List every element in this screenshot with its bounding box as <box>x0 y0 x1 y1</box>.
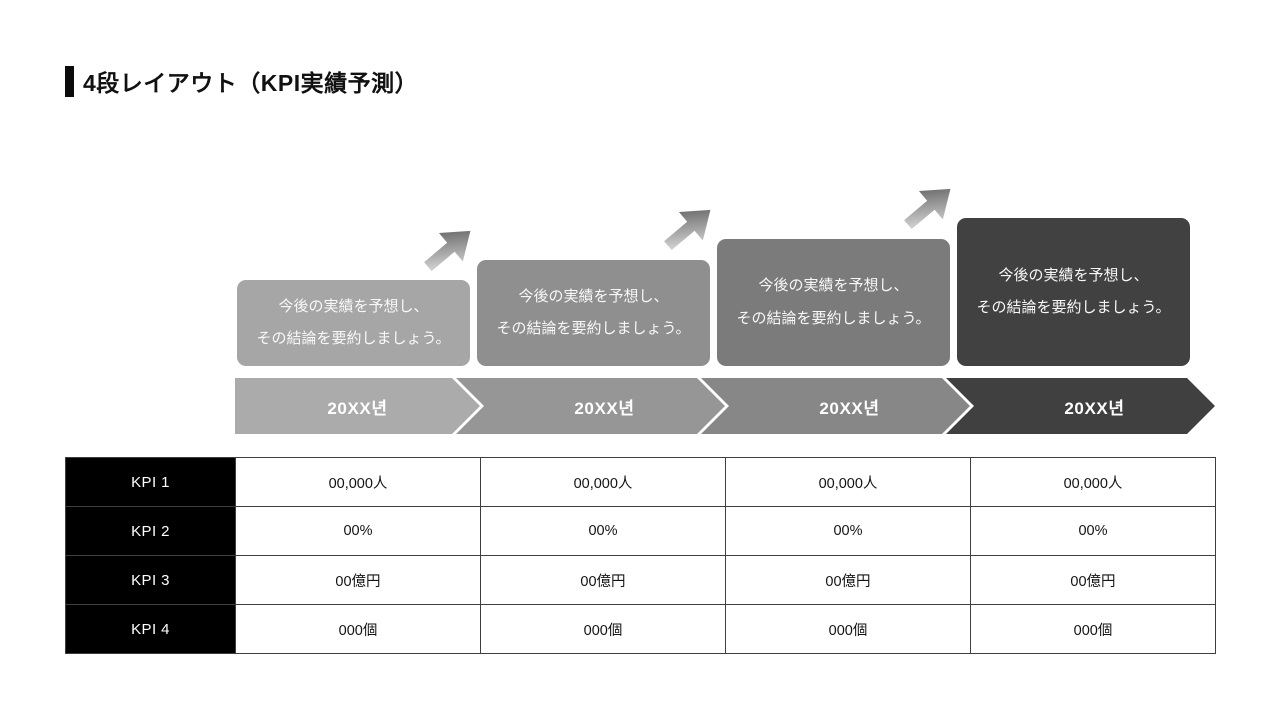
kpi-cell: 000個 <box>480 604 726 654</box>
rise-arrow-icon <box>904 188 951 230</box>
kpi-cell: 00億円 <box>235 555 481 605</box>
kpi-cell: 00億円 <box>725 555 971 605</box>
stage-note-line: 今後の実績を予想し、 <box>278 297 429 315</box>
kpi-cell: 00% <box>235 506 481 556</box>
kpi-cell: 00,000人 <box>235 457 481 507</box>
kpi-row-label: KPI 4 <box>65 604 236 654</box>
kpi-row-label: KPI 2 <box>65 506 236 556</box>
kpi-cell: 000個 <box>725 604 971 654</box>
timeline-year-label: 20XX년 <box>1064 398 1125 418</box>
kpi-cell: 000個 <box>970 604 1216 654</box>
timeline-band: 20XX년 20XX년 20XX년 20XX년 <box>235 378 1215 434</box>
page-title: 4段レイアウト（KPI実績予測） <box>83 70 419 96</box>
table-row: KPI 4 000個 000個 000個 000個 <box>65 604 1216 654</box>
kpi-cell: 00億円 <box>480 555 726 605</box>
kpi-cell: 000個 <box>235 604 481 654</box>
stage-note-line: その結論を要約しましょう。 <box>256 330 451 347</box>
stage-box-1: 今後の実績を予想し、 その結論を要約しましょう。 <box>237 280 470 366</box>
kpi-row-label: KPI 1 <box>65 457 236 507</box>
stage-note-line: その結論を要約しましょう。 <box>496 320 691 337</box>
timeline-year-label: 20XX년 <box>574 398 635 418</box>
kpi-cell: 00,000人 <box>480 457 726 507</box>
kpi-cell: 00,000人 <box>725 457 971 507</box>
stage-note-line: その結論を要約しましょう。 <box>976 299 1171 316</box>
kpi-cell: 00,000人 <box>970 457 1216 507</box>
page-title-block: 4段レイアウト（KPI実績予測） <box>65 64 418 98</box>
table-row: KPI 1 00,000人 00,000人 00,000人 00,000人 <box>65 457 1216 507</box>
table-row: KPI 3 00億円 00億円 00億円 00億円 <box>65 555 1216 605</box>
timeline-chevron-2: 20XX년 <box>456 378 725 434</box>
stage-box-3: 今後の実績を予想し、 その結論を要約しましょう。 <box>717 239 950 366</box>
timeline-chevron-1: 20XX년 <box>235 378 480 434</box>
timeline-chevron-3: 20XX년 <box>701 378 970 434</box>
kpi-cell: 00億円 <box>970 555 1216 605</box>
kpi-cell: 00% <box>725 506 971 556</box>
timeline-year-label: 20XX년 <box>327 398 388 418</box>
timeline-year-label: 20XX년 <box>819 398 880 418</box>
kpi-cell: 00% <box>480 506 726 556</box>
kpi-cell: 00% <box>970 506 1216 556</box>
kpi-table: KPI 1 00,000人 00,000人 00,000人 00,000人 KP… <box>65 457 1216 654</box>
stage-note-line: 今後の実績を予想し、 <box>758 277 909 295</box>
stage-box-4: 今後の実績を予想し、 その結論を要約しましょう。 <box>957 218 1190 366</box>
stage-box-2: 今後の実績を予想し、 その結論を要約しましょう。 <box>477 260 710 366</box>
rise-arrow-icon <box>664 209 711 251</box>
stage-note-line: 今後の実績を予想し、 <box>998 266 1149 284</box>
timeline-chevron-4: 20XX년 <box>946 378 1215 434</box>
rise-arrow-icon <box>424 230 471 272</box>
stage-note-line: 今後の実績を予想し、 <box>518 287 669 305</box>
kpi-row-label: KPI 3 <box>65 555 236 605</box>
table-row: KPI 2 00% 00% 00% 00% <box>65 506 1216 556</box>
stage-note-line: その結論を要約しましょう。 <box>736 309 931 327</box>
title-accent-bar <box>65 65 74 97</box>
